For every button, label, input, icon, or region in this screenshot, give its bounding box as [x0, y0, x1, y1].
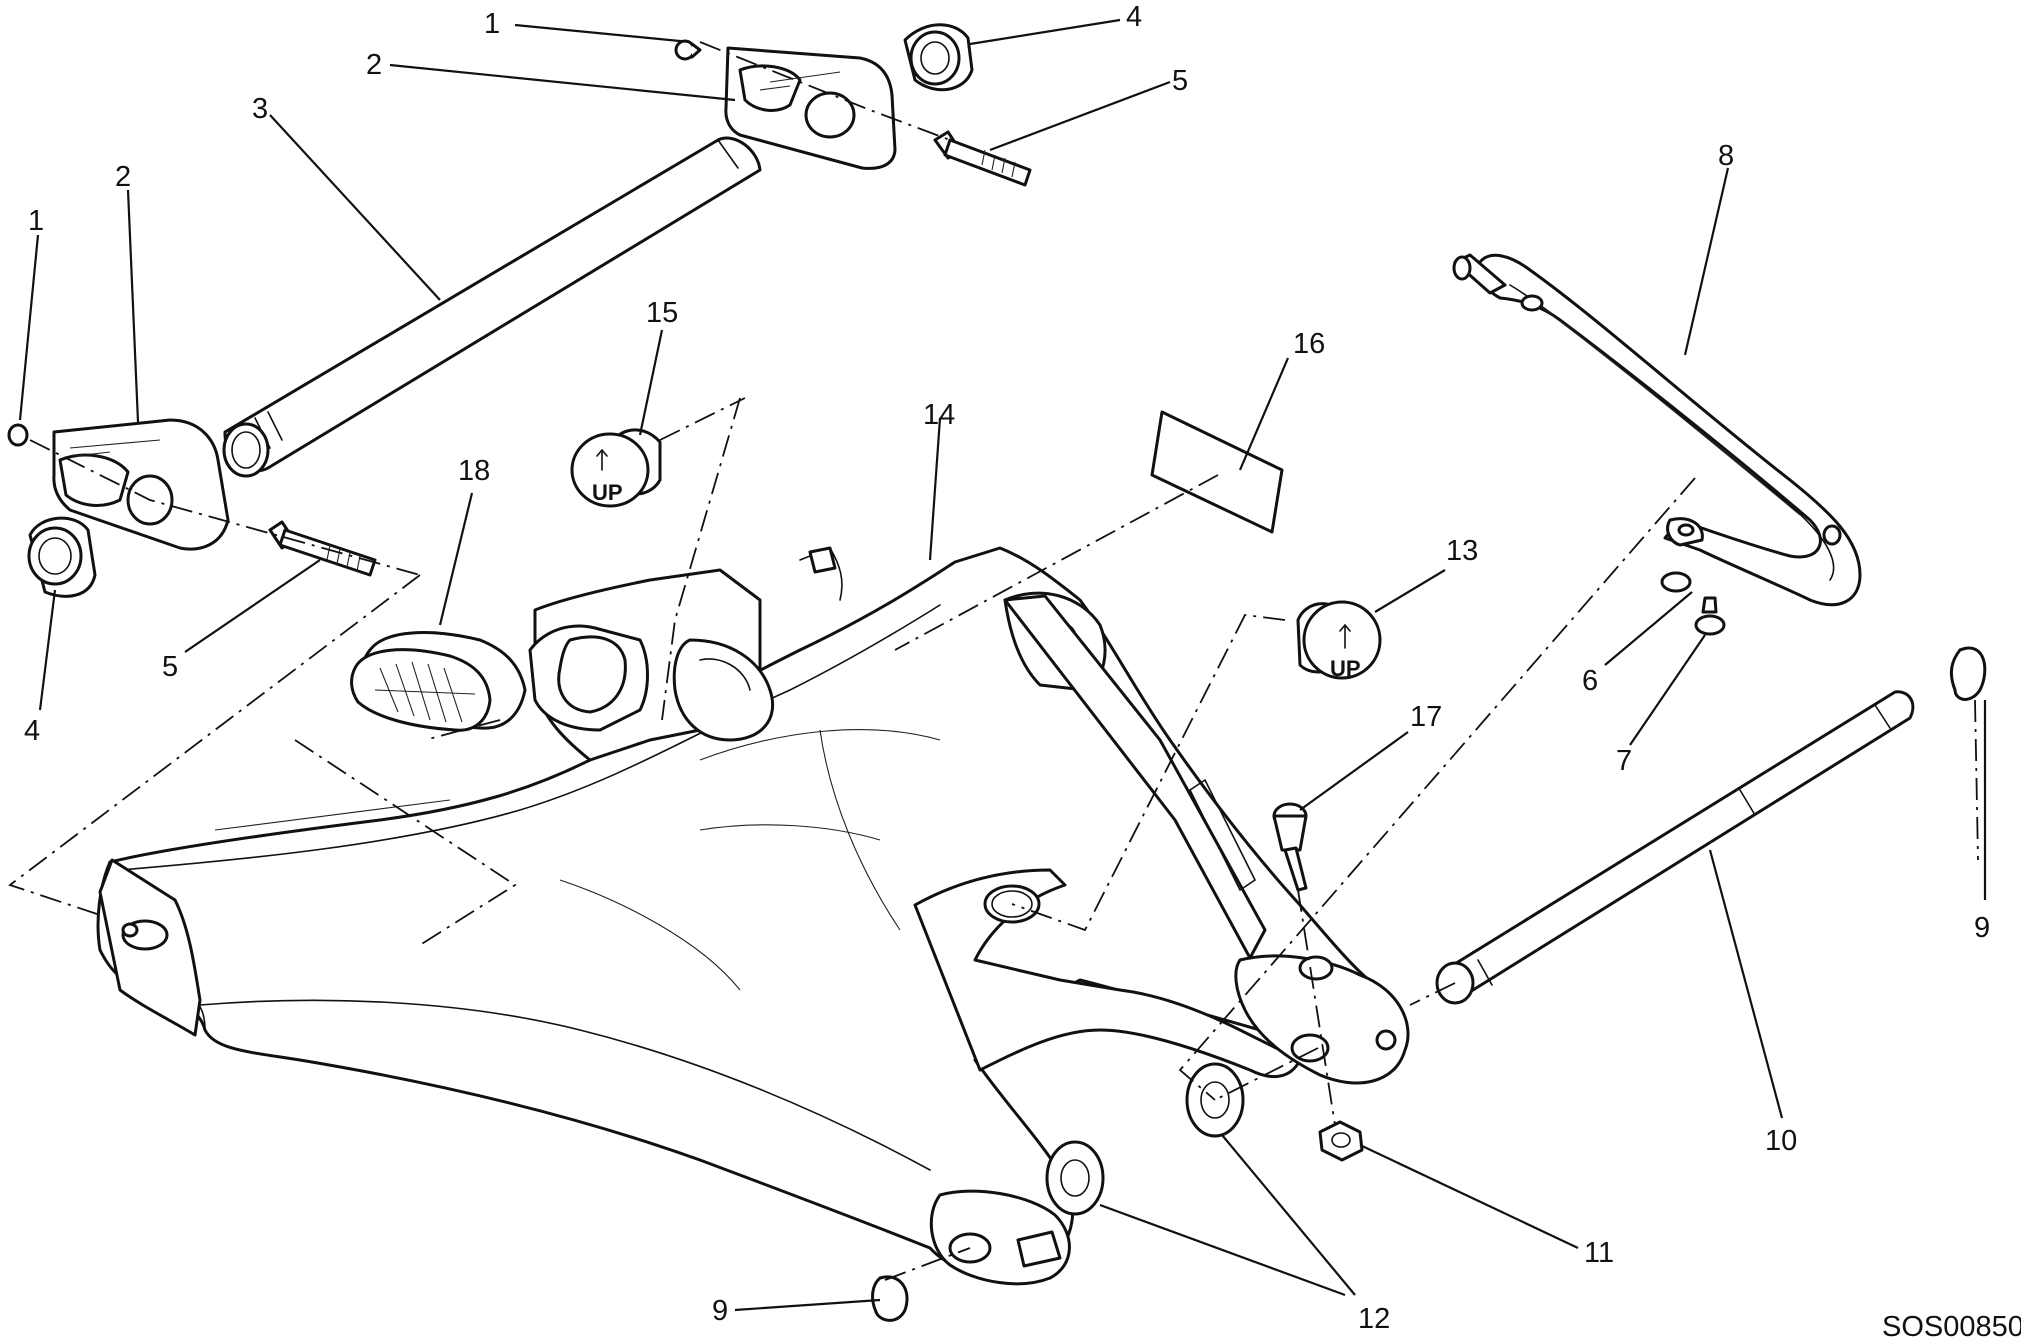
swingarm	[96, 546, 1410, 1286]
callout-4a: 4	[1126, 1, 1142, 33]
spacer-washer-left	[1045, 1140, 1105, 1216]
callout-3: 3	[252, 93, 268, 125]
drawing-code: SOS00850	[1882, 1311, 2021, 1340]
plug-cap-15: UP	[570, 428, 662, 508]
adjuster-bolt-lower	[268, 520, 377, 577]
circlip-right	[1949, 646, 1987, 701]
callout-18: 18	[458, 455, 490, 487]
callout-labels: 1 2 3 4 5 1 2 4 5 8 6 7 9 9 10 11 12 13 …	[24, 1, 1990, 1335]
plug-cap-13-stamp: UP	[1330, 656, 1361, 681]
callout-11: 11	[1584, 1237, 1614, 1269]
callout-1a: 1	[484, 8, 500, 40]
callout-6: 6	[1582, 665, 1598, 697]
callout-9a: 9	[1974, 912, 1990, 944]
callout-13: 13	[1446, 535, 1478, 567]
chain-adjuster-lower	[7, 418, 230, 551]
screw-small	[1694, 596, 1726, 636]
callout-14: 14	[923, 399, 955, 431]
circlip-left	[871, 1275, 909, 1322]
plug-cap-15-stamp: UP	[592, 480, 623, 505]
chain-guard	[1452, 253, 1862, 607]
callout-1b: 1	[28, 205, 44, 237]
callout-15: 15	[646, 297, 678, 329]
callout-2a: 2	[366, 49, 382, 81]
assembly-guide-lines	[8, 41, 1979, 1281]
callout-5a: 5	[1172, 65, 1188, 97]
swingarm-pivot-shaft	[1435, 690, 1915, 1005]
callout-7: 7	[1616, 745, 1632, 777]
adjuster-bolt-upper	[933, 130, 1032, 187]
callout-16: 16	[1293, 328, 1325, 360]
flange-nut-lower	[27, 516, 97, 598]
callout-12: 12	[1358, 1303, 1390, 1335]
callout-9b: 9	[712, 1295, 728, 1327]
adhesive-label	[1150, 410, 1284, 534]
leader-lines	[18, 18, 1987, 1312]
flange-nut-upper	[903, 23, 974, 92]
callout-5b: 5	[162, 651, 178, 683]
callout-8: 8	[1718, 140, 1734, 172]
chain-adjuster-upper	[674, 39, 897, 170]
rubber-grommet	[350, 631, 527, 732]
hex-nut	[1318, 1120, 1364, 1162]
callout-4b: 4	[24, 715, 40, 747]
callout-17: 17	[1410, 701, 1442, 733]
plug-cap-13: UP	[1296, 600, 1382, 681]
socket-screw	[1272, 802, 1308, 892]
callout-10: 10	[1765, 1125, 1797, 1157]
callout-2b: 2	[115, 161, 131, 193]
wheel-spacer-tube	[222, 136, 762, 478]
washer-small	[1660, 571, 1692, 593]
